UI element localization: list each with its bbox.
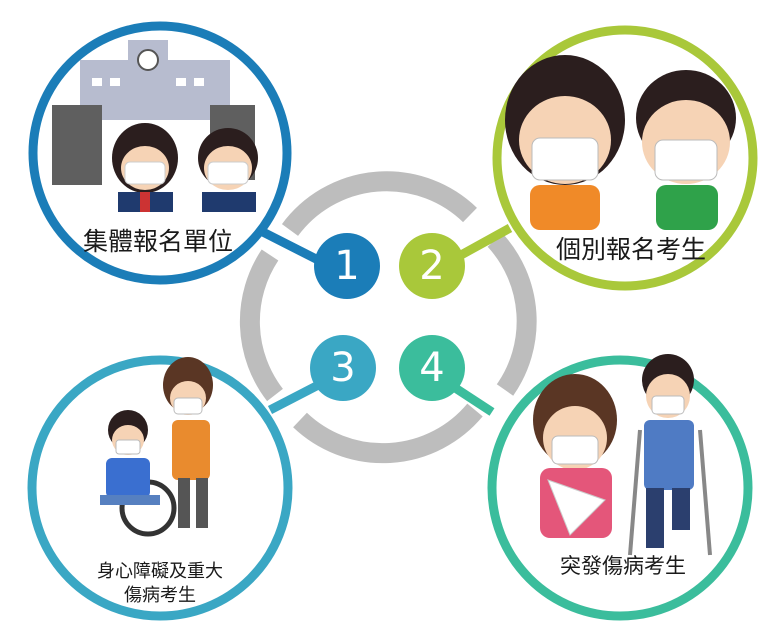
number-4: 4 [419,345,445,391]
group-3-circle [27,355,293,621]
wheelchair-caregiver-icon [100,357,213,537]
number-3: 3 [330,345,356,391]
group-4-label: 突發傷病考生 [560,554,686,578]
school-students-icon [52,40,258,212]
group-3-label: 身心障礙及重大 傷病考生 [40,560,280,608]
connector-1 [252,223,325,267]
number-4-circle [399,335,465,401]
group-3-label-line1: 身心障礙及重大 [97,561,223,582]
number-1: 1 [334,243,360,289]
group-2-label: 個別報名考生 [555,235,706,264]
number-2-circle [399,233,465,299]
number-1-circle [314,233,380,299]
injured-students-icon [533,354,712,556]
center-ring [239,171,537,464]
students-masks-icon [505,55,736,230]
group-3-label-line2: 傷病考生 [124,585,196,606]
number-3-circle [310,335,376,401]
number-2: 2 [419,243,445,289]
group-1-label: 集體報名單位 [82,227,233,256]
